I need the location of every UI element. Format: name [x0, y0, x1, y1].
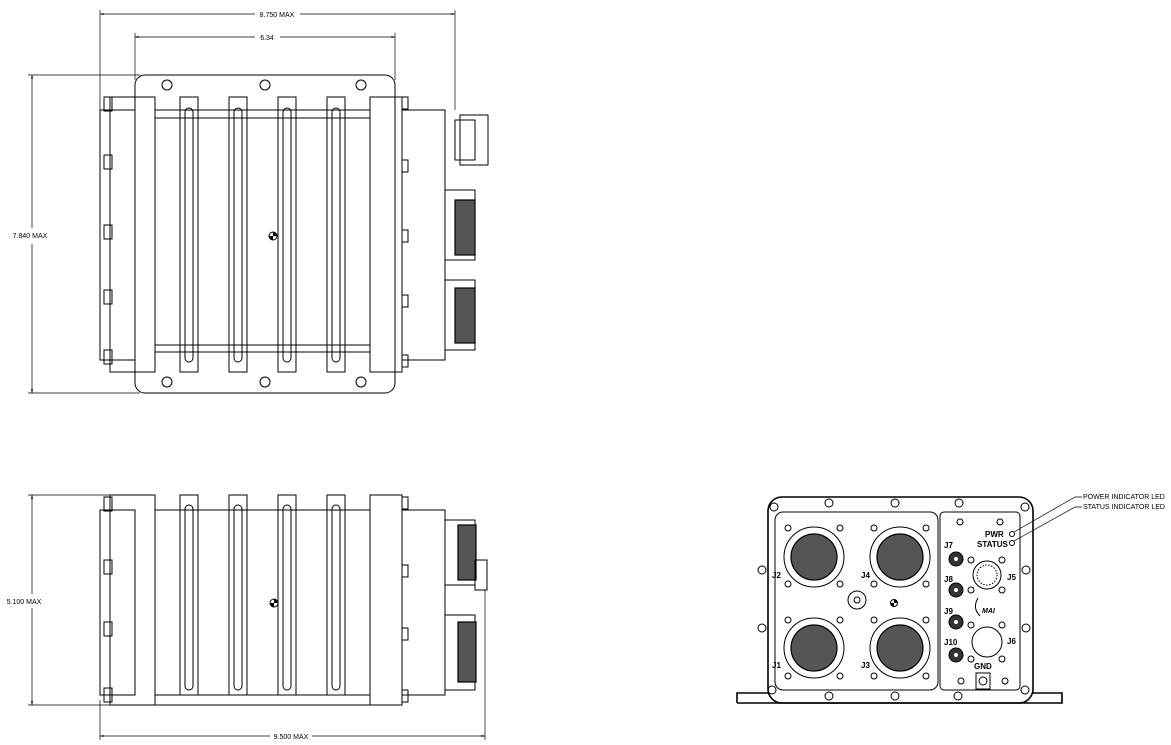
label-j2: J2	[772, 571, 781, 580]
dim-side-width: 9.500 MAX	[99, 590, 486, 741]
dim-label: 5.100 MAX	[7, 599, 42, 606]
side-view: 5.100 MAX 9.500 MAX	[7, 494, 488, 741]
connector-j5	[967, 556, 1006, 594]
label-j6: J6	[1007, 637, 1016, 646]
dim-top-width: 8.750 MAX	[99, 10, 456, 110]
center-of-gravity-icon	[268, 231, 278, 241]
label-pwr: PWR	[985, 530, 1004, 539]
label-j4: J4	[861, 571, 870, 580]
status-led-icon	[1009, 540, 1015, 546]
label-gnd: GND	[974, 662, 992, 671]
connector-j4	[869, 524, 931, 588]
label-j10: J10	[944, 638, 958, 647]
dim-label: 8.750 MAX	[260, 12, 295, 19]
side-bolts	[103, 496, 409, 703]
front-view: J2 J4 J1 J3 PWR STATUS J7 J8 J9 J10 J5 M…	[736, 494, 1165, 704]
label-status: STATUS	[977, 540, 1008, 549]
connector-j6	[967, 621, 1006, 663]
rear-connectors	[444, 519, 488, 691]
top-view: 8.750 MAX 6.34 7.840 MAX	[13, 10, 489, 394]
connector-j1	[783, 616, 845, 680]
cooling-fins	[179, 96, 346, 373]
dim-label: 7.840 MAX	[13, 233, 48, 240]
coax-connectors	[948, 551, 964, 663]
dim-label: 9.500 MAX	[274, 734, 309, 741]
label-j1: J1	[772, 661, 781, 670]
dim-top-height: 7.840 MAX	[13, 74, 140, 394]
ground-stud-icon	[957, 672, 1009, 690]
dim-side-height: 5.100 MAX	[7, 494, 135, 706]
vent-port	[847, 590, 867, 610]
label-j7: J7	[944, 541, 953, 550]
power-led-icon	[1009, 531, 1015, 537]
callout-status-led: STATUS INDICATOR LED	[1013, 504, 1165, 542]
svg-text:MAI: MAI	[982, 608, 996, 615]
cooling-fins	[179, 494, 346, 696]
rear-connectors	[444, 114, 489, 351]
label-j5: J5	[1007, 573, 1016, 582]
center-of-gravity-icon	[269, 598, 279, 608]
label-j8: J8	[944, 575, 953, 584]
svg-text:STATUS INDICATOR LED: STATUS INDICATOR LED	[1083, 504, 1165, 511]
connector-j3	[869, 616, 931, 680]
side-bolts	[103, 96, 409, 368]
dim-label: 6.34	[260, 35, 274, 42]
mai-logo: MAI	[974, 597, 996, 617]
perimeter-screws	[757, 498, 1031, 701]
connector-j2	[783, 524, 845, 588]
dim-plate-width: 6.34	[134, 33, 396, 80]
svg-text:POWER INDICATOR LED: POWER INDICATOR LED	[1083, 494, 1165, 501]
callout-power-led: POWER INDICATOR LED	[1013, 494, 1165, 533]
center-of-gravity-icon	[890, 599, 898, 607]
label-j3: J3	[861, 661, 870, 670]
mounting-holes	[161, 79, 367, 388]
label-j9: J9	[944, 607, 953, 616]
